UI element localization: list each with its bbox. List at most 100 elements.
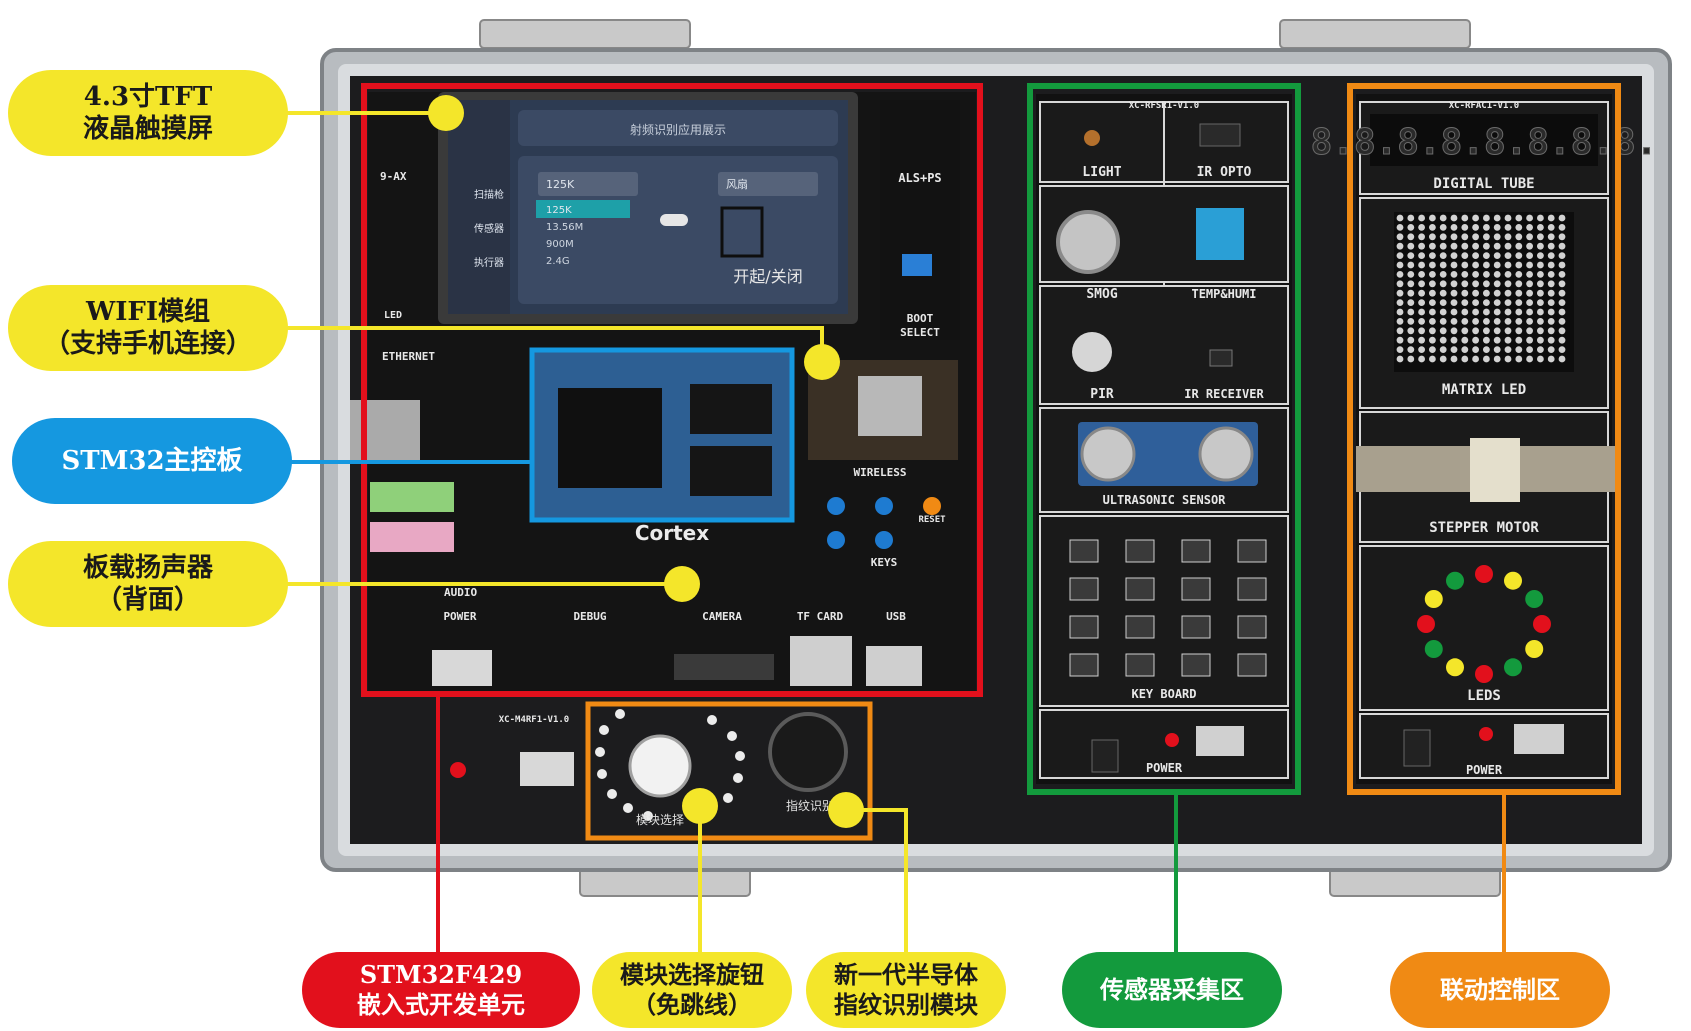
matrix-dot [1558, 289, 1566, 297]
matrix-dot [1461, 252, 1469, 259]
matrix-dot [1493, 214, 1501, 222]
callout-stm32f429: STM32F429 嵌入式开发单元 [302, 952, 580, 1028]
callout-tft-line2: 液晶触摸屏 [82, 114, 213, 144]
keypad-key [1181, 653, 1211, 677]
matrix-dot [1461, 261, 1469, 269]
matrix-dot [1483, 271, 1490, 278]
matrix-dot [1472, 252, 1479, 259]
matrix-dot [1429, 355, 1436, 363]
matrix-dot [1493, 355, 1501, 363]
matrix-dot [1504, 214, 1512, 222]
matrix-dot [1418, 252, 1425, 259]
screen-option-2[interactable]: 900M [546, 239, 574, 250]
led [1533, 615, 1551, 633]
knob-dots [595, 709, 745, 821]
screen-title: 射频识别应用展示 [630, 122, 726, 137]
matrix-dot [1472, 271, 1479, 278]
matrix-dot [1472, 214, 1479, 222]
matrix-dot [1483, 308, 1490, 316]
matrix-dot [1439, 299, 1447, 306]
matrix-dot [1504, 299, 1512, 306]
keypad-key [1237, 539, 1267, 563]
matrix-dot [1450, 252, 1458, 259]
led [1525, 590, 1544, 608]
matrix-dot [1483, 318, 1490, 325]
matrix-dot [1493, 242, 1501, 250]
matrix-dot [1407, 355, 1415, 363]
label-boot: BOOT [907, 312, 934, 325]
matrix-dot [1439, 318, 1447, 325]
matrix-dot [1526, 224, 1533, 231]
matrix-dot [1515, 318, 1523, 325]
screen-dropdown-1[interactable]: 125K [546, 178, 575, 191]
matrix-dot [1504, 242, 1512, 250]
screen-option-3[interactable]: 2.4G [546, 256, 570, 267]
screen-option-1[interactable]: 13.56M [546, 222, 583, 233]
matrix-dot [1429, 308, 1436, 316]
matrix-dot [1418, 336, 1425, 344]
matrix-dot [1515, 355, 1523, 363]
matrix-dot [1439, 214, 1447, 222]
callout-linkage-area: 联动控制区 [1390, 952, 1610, 1028]
screen-dropdown-2[interactable]: 风扇 [726, 177, 748, 191]
label-reset: RESET [918, 515, 946, 525]
callout-speaker-line2: （背面） [95, 585, 200, 615]
callout-fingerprint: 新一代半导体 指纹识别模块 [806, 952, 1006, 1028]
matrix-dot [1396, 271, 1404, 278]
matrix-dot [1418, 308, 1425, 316]
matrix-dot [1396, 336, 1404, 344]
selector-knob [628, 734, 692, 798]
matrix-dot [1493, 336, 1501, 344]
matrix-dot [1558, 355, 1566, 363]
matrix-dot [1537, 355, 1544, 363]
matrix-dot [1418, 233, 1425, 241]
fingerprint-sensor [768, 712, 848, 792]
matrix-dot [1450, 327, 1458, 335]
label-power-sensor: POWER [1146, 761, 1183, 775]
screen-menu-2[interactable]: 执行器 [474, 256, 504, 269]
matrix-dot [1537, 346, 1544, 353]
matrix-dot [1429, 242, 1436, 250]
matrix-dot [1439, 336, 1447, 344]
matrix-dot [1537, 233, 1544, 241]
screen-menu-0[interactable]: 扫描枪 [474, 188, 504, 201]
matrix-dot [1396, 355, 1404, 363]
matrix-dot [1515, 336, 1523, 344]
label-debug: DEBUG [573, 610, 606, 623]
matrix-dot [1515, 299, 1523, 306]
matrix-dot [1493, 327, 1501, 335]
screen-action[interactable]: 开起/关闭 [733, 267, 802, 286]
keypad-key [1237, 615, 1267, 639]
callout-tft-screen: 4.3寸TFT 液晶触摸屏 [8, 70, 288, 156]
matrix-dot [1537, 271, 1544, 278]
matrix-dot [1526, 214, 1533, 222]
matrix-dot [1483, 261, 1490, 269]
matrix-dot [1526, 289, 1533, 297]
matrix-dot [1558, 346, 1566, 353]
matrix-dot [1429, 280, 1436, 288]
callout-fingerprint-line2: 指纹识别模块 [834, 990, 978, 1019]
matrix-dot [1429, 289, 1436, 297]
region-box-wifi-core [529, 347, 795, 523]
matrix-dot [1461, 271, 1469, 278]
matrix-dot [1407, 252, 1415, 259]
matrix-dot [1483, 355, 1490, 363]
screen-menu-1[interactable]: 传感器 [474, 222, 504, 235]
matrix-dot [1450, 233, 1458, 241]
matrix-dot [1493, 299, 1501, 306]
label-leds: LEDS [1467, 688, 1501, 704]
keypad [1069, 539, 1267, 677]
matrix-dot [1515, 308, 1523, 316]
matrix-dot [1439, 261, 1447, 269]
matrix-dot [1515, 242, 1523, 250]
matrix-dot [1547, 233, 1555, 241]
matrix-dot [1450, 280, 1458, 288]
matrix-dot [1504, 280, 1512, 288]
matrix-dot [1429, 261, 1436, 269]
screen-option-0[interactable]: 125K [546, 205, 572, 216]
callout-knob-line1: 模块选择旋钮 [620, 960, 764, 989]
matrix-dot [1450, 346, 1458, 353]
matrix-dot [1504, 308, 1512, 316]
matrix-dot [1483, 336, 1490, 344]
